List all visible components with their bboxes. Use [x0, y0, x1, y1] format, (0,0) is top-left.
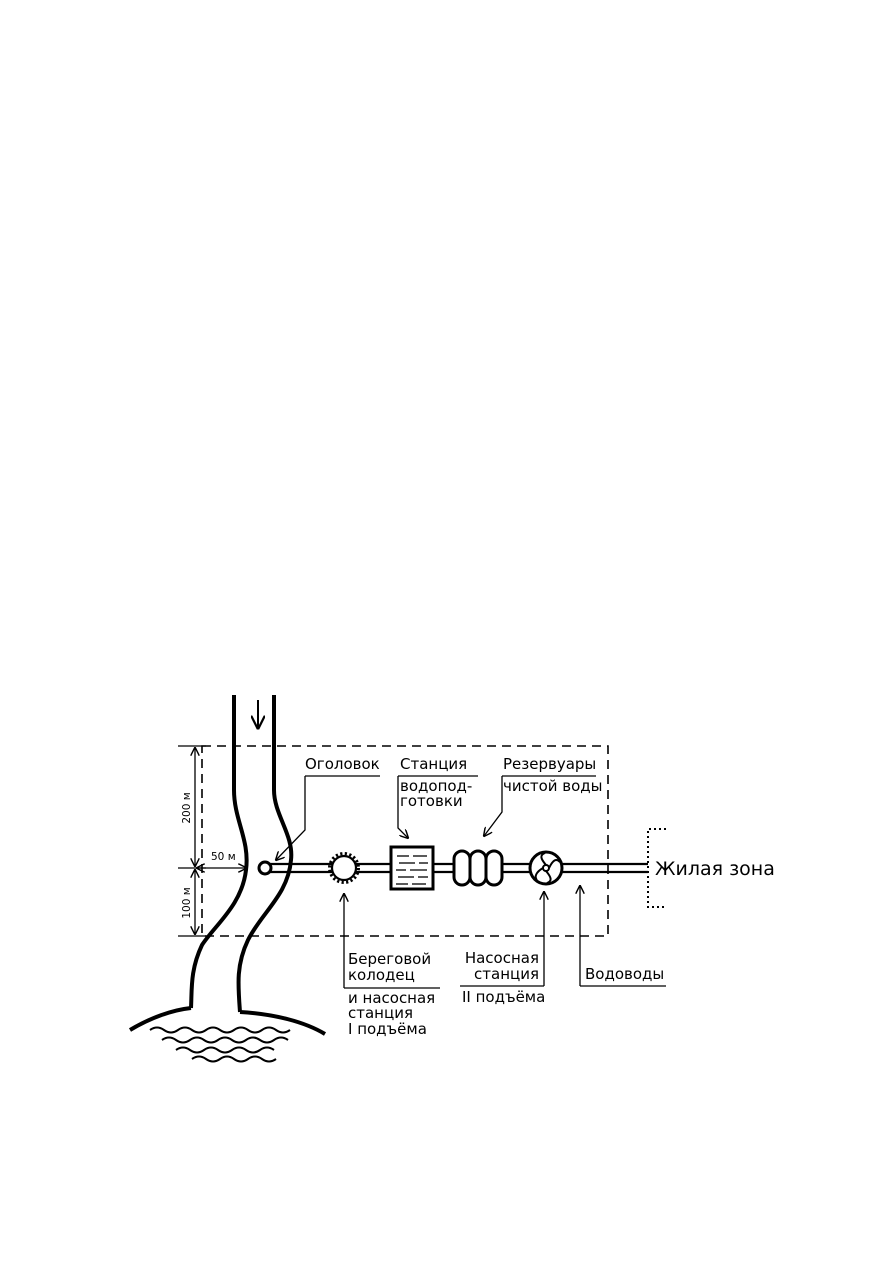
treatment-station-icon	[389, 845, 435, 891]
label-stantsiya-line3: готовки	[400, 792, 463, 810]
river-left-bank	[189, 695, 249, 1009]
label-beregovoy-line1: Береговой	[348, 950, 431, 968]
label-beregovoy-line4: станция	[348, 1004, 413, 1022]
label-leaders	[276, 775, 666, 989]
protection-zone-boundary	[201, 745, 609, 937]
label-nasosnaya-line2: станция	[474, 965, 539, 983]
water-body-left-shore	[128, 1006, 192, 1032]
label-zhilaya-zona: Жилая зона	[655, 858, 775, 880]
dim-label-200: 200 м	[181, 792, 193, 823]
label-ogolovok: Оголовок	[305, 755, 380, 773]
arrow-stantsiya	[397, 776, 408, 838]
label-beregovoy-line3: и насосная	[348, 989, 435, 1007]
dimension-lines	[178, 745, 246, 937]
intake-head-icon	[257, 860, 273, 876]
water-waves	[149, 1026, 291, 1063]
label-stantsiya-line2: водопод-	[400, 777, 472, 795]
label-stantsiya-line1: Станция	[400, 755, 467, 773]
residential-zone-boundary	[647, 828, 666, 908]
label-rezervuary-line2: чистой воды	[503, 777, 603, 795]
label-vodovody: Водоводы	[585, 965, 664, 983]
dim-label-100: 100 м	[181, 887, 193, 918]
river	[128, 695, 327, 1063]
water-body-right-shore	[239, 1010, 327, 1036]
shore-well-pump-icon	[328, 852, 360, 884]
river-right-bank	[236, 695, 294, 1013]
label-nasosnaya-line1: Насосная	[465, 949, 539, 967]
reservoirs-icon	[452, 849, 504, 887]
arrow-ogolovok	[276, 776, 306, 860]
label-rezervuary-line1: Резервуары	[503, 755, 596, 773]
label-beregovoy-line2: колодец	[348, 966, 415, 984]
pump-station-2-icon	[528, 850, 564, 886]
label-beregovoy-line5: I подъёма	[348, 1020, 427, 1038]
label-nasosnaya-line3: II подъёма	[462, 988, 545, 1006]
dim-label-50: 50 м	[211, 851, 236, 863]
arrow-rezervuary	[484, 776, 503, 836]
